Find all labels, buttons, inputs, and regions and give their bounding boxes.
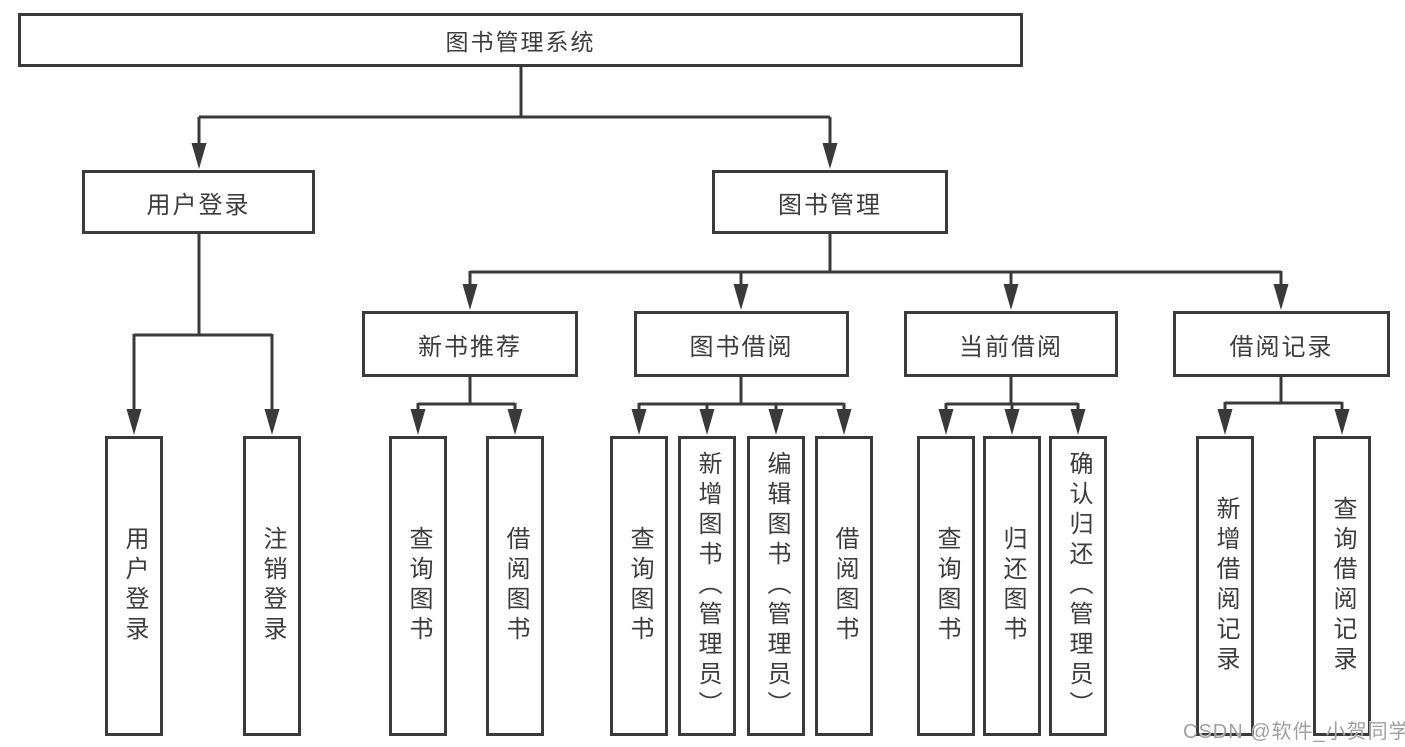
connector-strokes — [132, 66, 1344, 413]
leaf-query-borrow-record: 查询借阅记录 — [1313, 436, 1371, 736]
arrowheads — [126, 143, 1350, 435]
leaf-label: 查询图书 — [933, 526, 960, 646]
node-label: 当前借阅 — [959, 333, 1063, 361]
leaf-label: 查询借阅记录 — [1329, 496, 1356, 676]
leaf-borrow-books-recommend: 借阅图书 — [486, 436, 544, 736]
leaf-add-borrow-record: 新增借阅记录 — [1196, 436, 1254, 736]
node-borrowing-records: 借阅记录 — [1173, 311, 1390, 377]
leaf-label: 查询图书 — [626, 526, 653, 646]
node-current-borrowing: 当前借阅 — [904, 311, 1118, 377]
leaf-edit-books-admin: 编辑图书（管理员） — [747, 436, 805, 736]
leaf-label: 确认归还（管理员） — [1065, 451, 1092, 721]
leaf-query-books-borrowing: 查询图书 — [610, 436, 668, 736]
node-label: 借阅记录 — [1229, 333, 1334, 361]
leaf-label: 归还图书 — [999, 526, 1026, 646]
node-book-borrowing: 图书借阅 — [634, 311, 849, 377]
node-new-book-recommendation: 新书推荐 — [362, 311, 578, 377]
node-book-management: 图书管理 — [712, 170, 948, 234]
csdn-watermark: CSDN @软件_小贺同学 — [1183, 721, 1405, 743]
leaf-borrow-books-borrowing: 借阅图书 — [815, 436, 873, 736]
node-label: 图书管理系统 — [445, 29, 596, 55]
node-user-login: 用户登录 — [82, 170, 315, 234]
leaf-label: 新增借阅记录 — [1212, 496, 1239, 676]
node-library-management-system: 图书管理系统 — [18, 13, 1023, 67]
node-label: 用户登录 — [146, 191, 251, 219]
leaf-add-books-admin: 新增图书（管理员） — [678, 436, 736, 736]
leaf-label: 注销登录 — [259, 526, 286, 646]
leaf-label: 借阅图书 — [502, 526, 529, 646]
leaf-label: 查询图书 — [405, 526, 432, 646]
node-label: 新书推荐 — [418, 333, 522, 361]
leaf-user-login: 用户登录 — [105, 436, 163, 736]
leaf-label: 编辑图书（管理员） — [763, 451, 790, 721]
leaf-logout: 注销登录 — [243, 436, 301, 736]
node-label: 图书管理 — [778, 191, 882, 219]
leaf-label: 用户登录 — [121, 526, 148, 646]
leaf-return-books: 归还图书 — [983, 436, 1041, 736]
node-label: 图书借阅 — [689, 333, 794, 361]
leaf-query-books-current: 查询图书 — [917, 436, 975, 736]
leaf-confirm-return-admin: 确认归还（管理员） — [1049, 436, 1107, 736]
leaf-query-books-recommend: 查询图书 — [389, 436, 447, 736]
leaf-label: 借阅图书 — [831, 526, 858, 646]
leaf-label: 新增图书（管理员） — [694, 451, 721, 721]
